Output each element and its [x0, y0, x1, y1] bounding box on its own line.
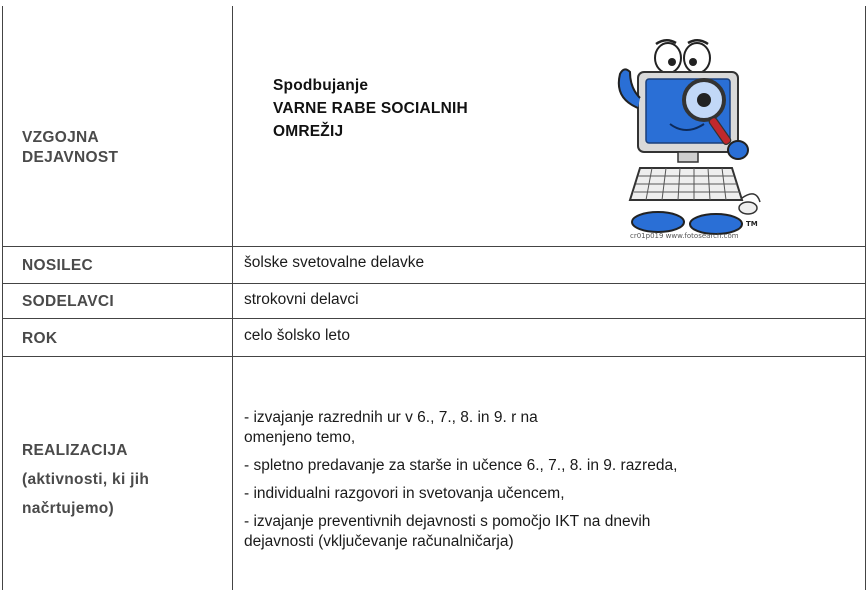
- table-border-right: [865, 6, 866, 590]
- title-line: Spodbujanje: [273, 77, 369, 94]
- vzgojna-dejavnost-label: VZGOJNA DEJAVNOST: [22, 128, 118, 168]
- list-item: - izvajanje preventivnih dejavnosti s po…: [244, 512, 844, 552]
- cartoon-computer-magnifier-icon: TM: [617, 39, 761, 235]
- rok-value: celo šolsko leto: [244, 327, 350, 344]
- rok-label: ROK: [22, 330, 58, 347]
- list-item-line: - izvajanje razrednih ur v 6., 7., 8. in…: [244, 409, 538, 426]
- list-item-line: omenjeno temo,: [244, 429, 356, 446]
- label-line: REALIZACIJA: [22, 442, 128, 459]
- row-divider: [2, 356, 866, 357]
- list-item: - individualni razgovori in svetovanja u…: [244, 484, 844, 504]
- nosilec-label: NOSILEC: [22, 257, 93, 274]
- nosilec-value: šolske svetovalne delavke: [244, 254, 425, 271]
- label-line: DEJAVNOST: [22, 149, 119, 166]
- activity-title: Spodbujanje VARNE RABE SOCIALNIH OMREŽIJ: [273, 74, 468, 143]
- label-line: načrtujemo): [22, 500, 115, 517]
- sodelavci-label: SODELAVCI: [22, 293, 114, 310]
- column-divider: [232, 6, 233, 590]
- title-line: OMREŽIJ: [273, 123, 344, 140]
- realizacija-activity-list: - izvajanje razrednih ur v 6., 7., 8. in…: [244, 408, 844, 560]
- realizacija-label: REALIZACIJA (aktivnosti, ki jih načrtuje…: [22, 436, 149, 523]
- row-divider: [2, 283, 866, 284]
- row-divider: [2, 246, 866, 247]
- label-line: (aktivnosti, ki jih: [22, 471, 150, 488]
- list-item-line: - individualni razgovori in svetovanja u…: [244, 485, 565, 502]
- label-line: VZGOJNA: [22, 129, 100, 146]
- list-item-line: dejavnosti (vključevanje računalničarja): [244, 533, 514, 550]
- table-border-left: [2, 6, 3, 590]
- sodelavci-value: strokovni delavci: [244, 291, 359, 308]
- list-item: - spletno predavanje za starše in učence…: [244, 456, 844, 476]
- list-item: - izvajanje razrednih ur v 6., 7., 8. in…: [244, 408, 844, 448]
- list-item-line: - spletno predavanje za starše in učence…: [244, 457, 678, 474]
- image-caption: cr01p019 www.fotosearch.com: [630, 232, 739, 240]
- title-line: VARNE RABE SOCIALNIH: [273, 100, 468, 117]
- trademark-mark: TM: [746, 220, 758, 228]
- list-item-line: - izvajanje preventivnih dejavnosti s po…: [244, 513, 651, 530]
- row-divider: [2, 318, 866, 319]
